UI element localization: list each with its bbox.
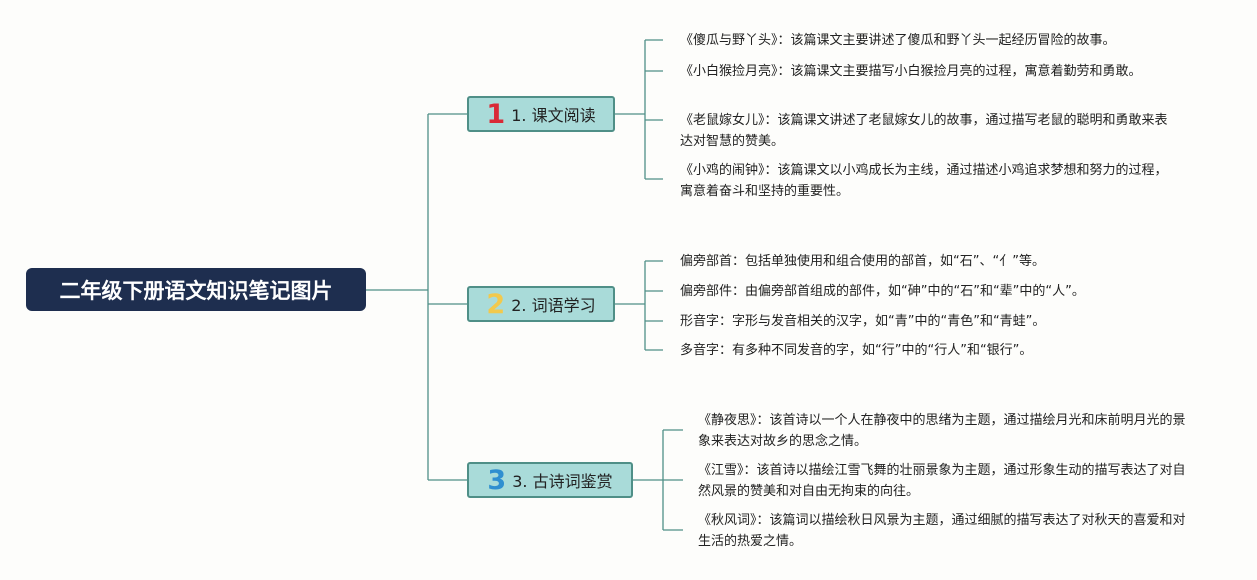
- branch-3-node: 3 3. 古诗词鉴赏: [467, 462, 633, 498]
- branch-1-leaf-3: 《老鼠嫁女儿》：该篇课文讲述了老鼠嫁女儿的故事，通过描写老鼠的聪明和勇敢来表达对…: [680, 113, 1168, 149]
- branch-2-label: 2. 词语学习: [511, 296, 596, 315]
- root-title: 二年级下册语文知识笔记图片: [59, 278, 333, 303]
- branch-2-leaf-4: 多音字：有多种不同发音的字，如“行”中的“行人”和“银行”。: [680, 343, 1033, 358]
- branch-2-node: 2 2. 词语学习: [467, 286, 615, 322]
- branch-3-leaf-1: 《静夜思》：该首诗以一个人在静夜中的思绪为主题，通过描绘月光和床前明月光的景象来…: [698, 413, 1186, 449]
- branch-1-number: 1: [486, 98, 506, 130]
- branch-3-number: 3: [487, 464, 507, 496]
- branch-3-leaf-3: 《秋风词》：该篇词以描绘秋日风景为主题，通过细腻的描写表达了对秋天的喜爱和对生活…: [698, 513, 1186, 549]
- branch-2-number: 2: [486, 288, 506, 320]
- branch-1-label: 1. 课文阅读: [511, 106, 596, 125]
- branch-1-leaf-4: 《小鸡的闹钟》：该篇课文以小鸡成长为主线，通过描述小鸡追求梦想和努力的过程，寓意…: [680, 163, 1168, 199]
- branch-1-node: 1 1. 课文阅读: [467, 96, 615, 132]
- branch-2-leaf-2: 偏旁部件：由偏旁部首组成的部件，如“砷”中的“石”和“辈”中的“人”。: [680, 284, 1085, 299]
- root-node: 二年级下册语文知识笔记图片: [26, 268, 366, 311]
- branch-1-leaf-1: 《傻瓜与野丫头》：该篇课文主要讲述了傻瓜和野丫头一起经历冒险的故事。: [680, 33, 1116, 48]
- branch-3-label: 3. 古诗词鉴赏: [512, 472, 613, 491]
- branch-3-leaf-2: 《江雪》：该首诗以描绘江雪飞舞的壮丽景象为主题，通过形象生动的描写表达了对自然风…: [698, 463, 1186, 499]
- branch-2-leaf-1: 偏旁部首：包括单独使用和组合使用的部首，如“石”、“亻”等。: [680, 254, 1045, 269]
- branch-1-leaf-2: 《小白猴捡月亮》：该篇课文主要描写小白猴捡月亮的过程，寓意着勤劳和勇敢。: [680, 64, 1142, 79]
- branch-2-leaf-3: 形音字：字形与发音相关的汉字，如“青”中的“青色”和“青蛙”。: [680, 314, 1046, 329]
